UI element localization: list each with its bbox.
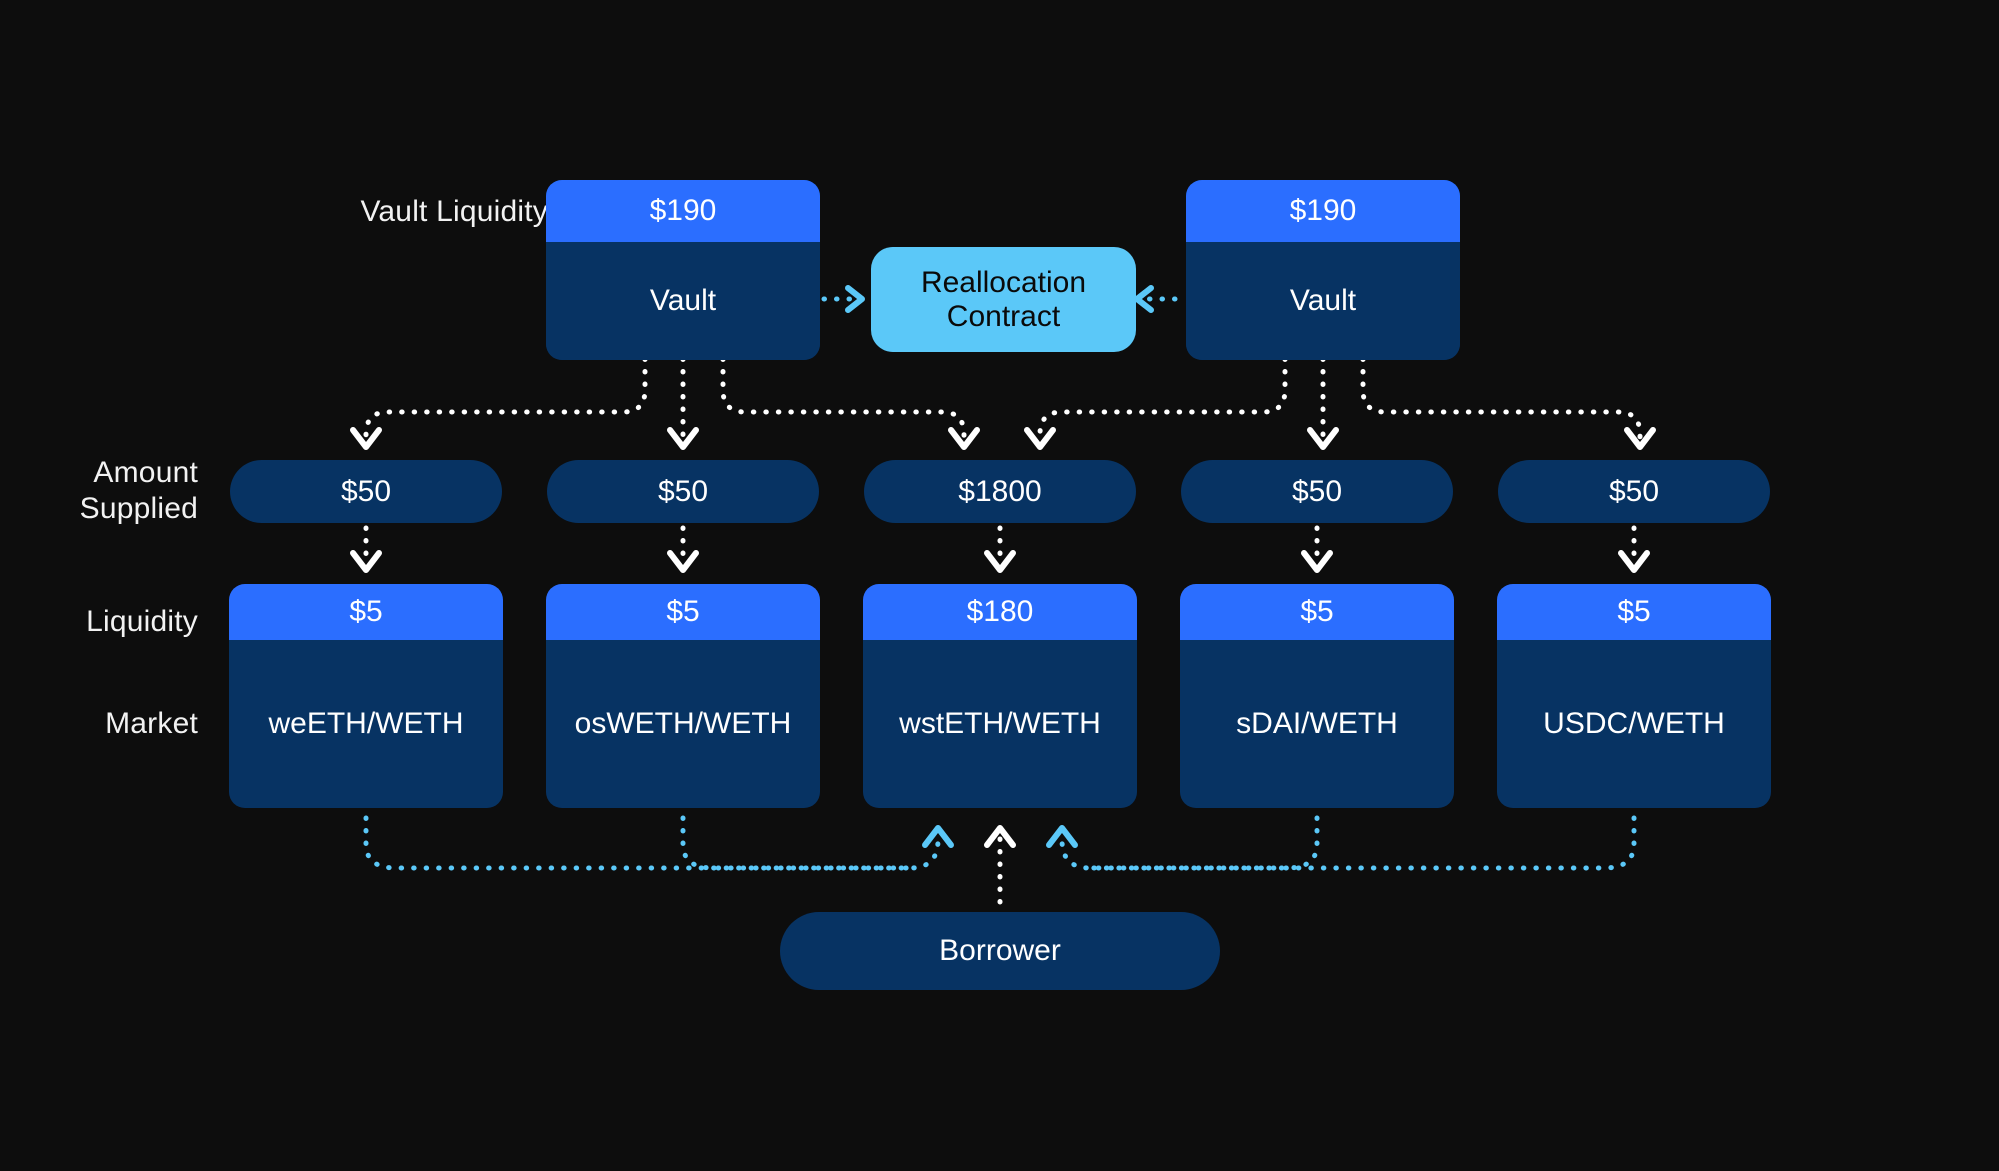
row-label-market: Market bbox=[105, 707, 198, 740]
wire-market-5-to-market-3 bbox=[1046, 815, 1637, 871]
market-liquidity-value-2: $5 bbox=[546, 584, 820, 640]
vault-liquidity-value-1: $190 bbox=[546, 180, 820, 242]
market-liquidity-value-1: $5 bbox=[229, 584, 503, 640]
market-name-1: weETH/WETH bbox=[229, 640, 503, 808]
market-name-4: sDAI/WETH bbox=[1180, 640, 1454, 808]
amount-supplied-pill-5[interactable]: $50 bbox=[1498, 460, 1770, 523]
vault-liquidity-value-2: $190 bbox=[1186, 180, 1460, 242]
wire-market-1-to-market-3 bbox=[363, 815, 954, 871]
wire-amount-4-to-market-4 bbox=[1301, 525, 1333, 573]
market-liquidity-value-5: $5 bbox=[1497, 584, 1771, 640]
reallocation-contract-box[interactable]: Reallocation Contract bbox=[871, 247, 1136, 352]
market-box-4[interactable]: $5 sDAI/WETH bbox=[1180, 584, 1454, 808]
market-name-3: wstETH/WETH bbox=[863, 640, 1137, 808]
vault-box-1[interactable]: $190 Vault bbox=[546, 180, 820, 360]
market-box-5[interactable]: $5 USDC/WETH bbox=[1497, 584, 1771, 808]
borrower-box[interactable]: Borrower bbox=[780, 912, 1220, 990]
amount-supplied-pill-3[interactable]: $1800 bbox=[864, 460, 1136, 523]
wire-amount-1-to-market-1 bbox=[350, 525, 382, 573]
amount-supplied-pill-4[interactable]: $50 bbox=[1181, 460, 1453, 523]
wire-vault-a-to-reallocation bbox=[821, 285, 865, 313]
wire-vault-a-to-market-1 bbox=[350, 356, 648, 450]
market-liquidity-value-3: $180 bbox=[863, 584, 1137, 640]
vault-label-1: Vault bbox=[546, 242, 820, 360]
wire-market-2-to-market-3 bbox=[680, 815, 913, 871]
wire-vault-a-to-market-3 bbox=[720, 356, 980, 450]
wire-borrower-to-market-3 bbox=[984, 825, 1016, 905]
market-box-3[interactable]: $180 wstETH/WETH bbox=[863, 584, 1137, 808]
wire-vault-a-to-market-2 bbox=[667, 356, 699, 450]
wire-vault-b-to-market-4 bbox=[1307, 356, 1339, 450]
market-name-2: osWETH/WETH bbox=[546, 640, 820, 808]
amount-supplied-pill-1[interactable]: $50 bbox=[230, 460, 502, 523]
wire-amount-2-to-market-2 bbox=[667, 525, 699, 573]
market-name-5: USDC/WETH bbox=[1497, 640, 1771, 808]
market-box-1[interactable]: $5 weETH/WETH bbox=[229, 584, 503, 808]
row-label-amount-supplied: Amount Supplied bbox=[79, 456, 198, 525]
wire-vault-b-to-reallocation bbox=[1134, 285, 1178, 313]
vault-label-2: Vault bbox=[1186, 242, 1460, 360]
amount-supplied-pill-2[interactable]: $50 bbox=[547, 460, 819, 523]
vault-box-2[interactable]: $190 Vault bbox=[1186, 180, 1460, 360]
market-liquidity-value-4: $5 bbox=[1180, 584, 1454, 640]
wire-market-4-to-market-3 bbox=[1087, 815, 1320, 871]
market-box-2[interactable]: $5 osWETH/WETH bbox=[546, 584, 820, 808]
row-label-liquidity: Liquidity bbox=[86, 605, 198, 638]
wire-vault-b-to-market-5 bbox=[1360, 356, 1656, 450]
wire-amount-3-to-market-3 bbox=[984, 525, 1016, 573]
wire-amount-5-to-market-5 bbox=[1618, 525, 1650, 573]
wire-vault-b-to-market-3 bbox=[1024, 356, 1288, 450]
row-label-vault-liquidity: Vault Liquidity bbox=[360, 195, 548, 228]
